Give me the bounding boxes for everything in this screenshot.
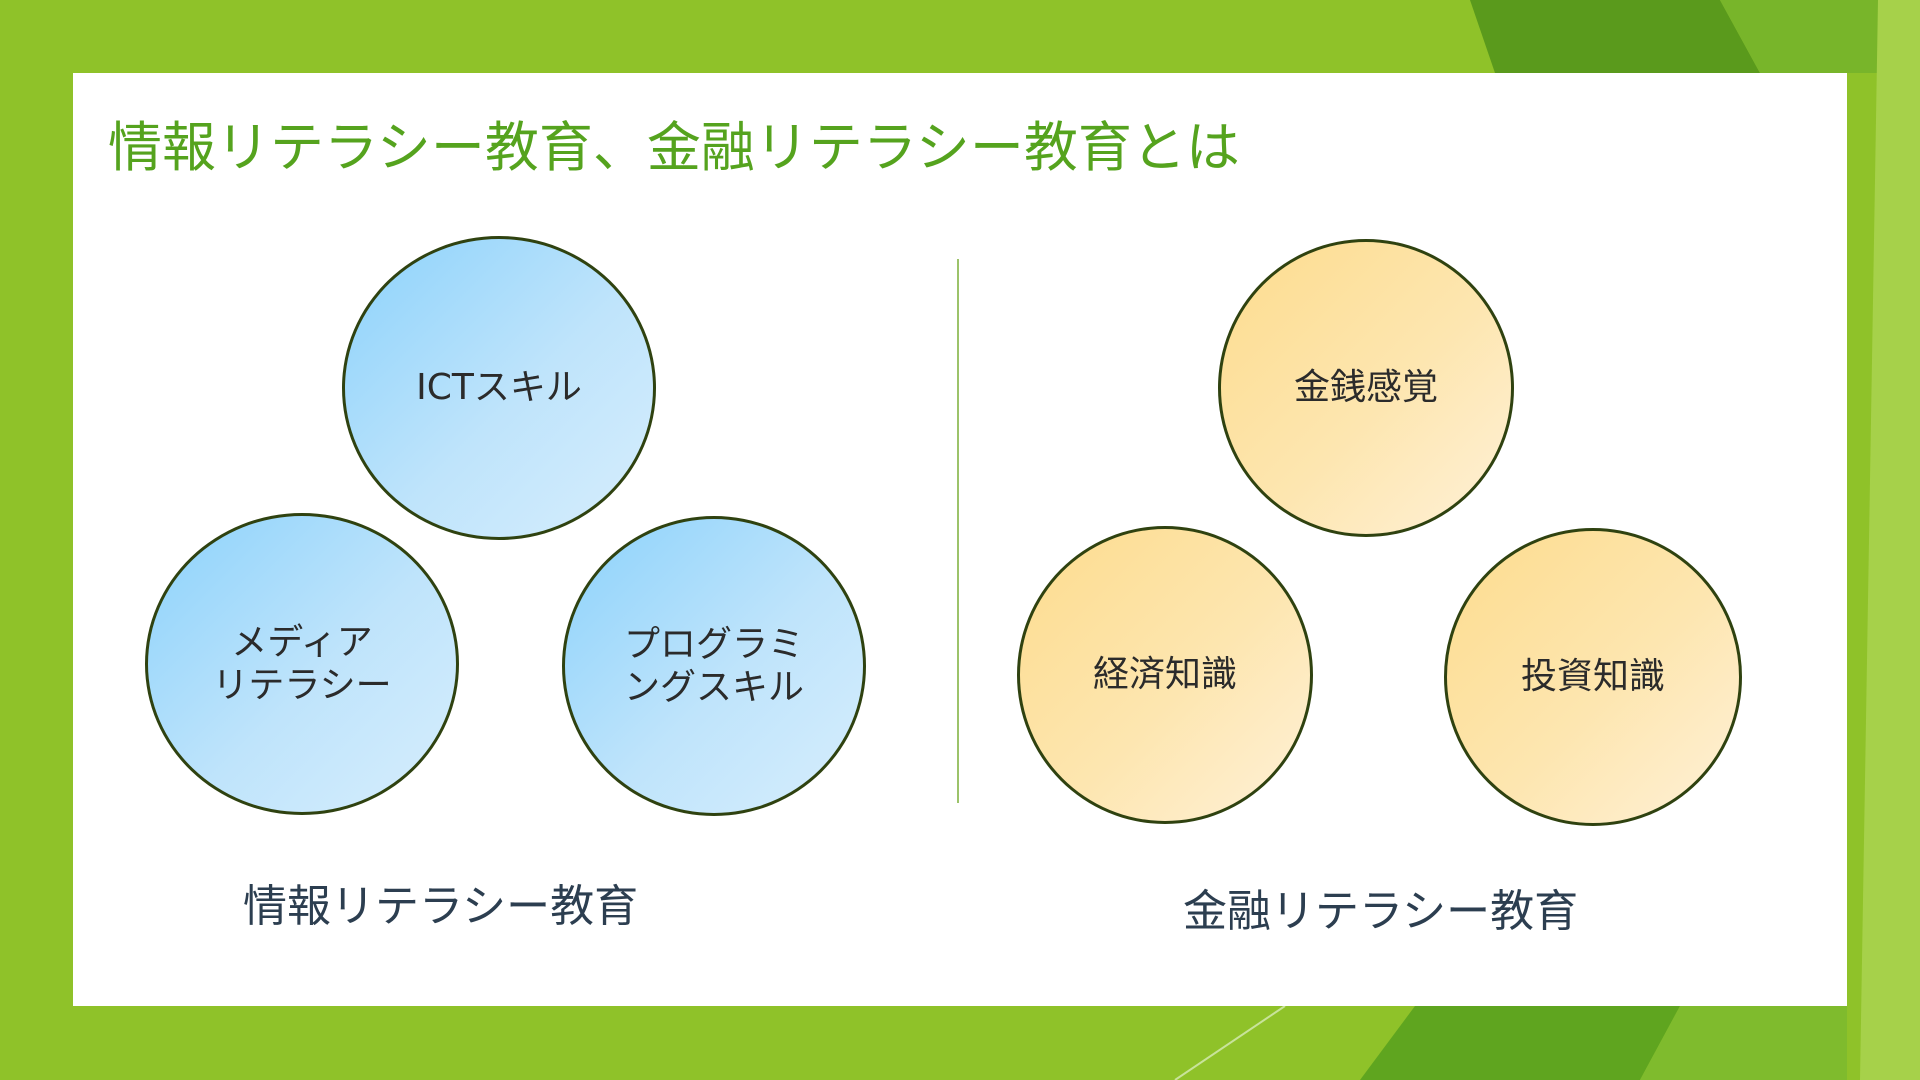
circle-media-literacy: メディア リテラシー [145, 513, 459, 815]
circle-label-line1: メディア [231, 621, 373, 663]
financial-literacy-caption: 金融リテラシー教育 [1183, 886, 1579, 937]
circle-label-line1: プログラミ [623, 623, 804, 665]
circle-label-line2: ングスキル [623, 667, 804, 708]
slide-panel: 情報リテラシー教育、金融リテラシー教育とは ICTスキル メディア リテラシー … [73, 73, 1847, 1006]
slide-title: 情報リテラシー教育、金融リテラシー教育とは [108, 116, 1240, 179]
circle-money-sense: 金銭感覚 [1218, 239, 1514, 537]
circle-economic-knowledge: 経済知識 [1017, 526, 1313, 824]
circle-label-line2: リテラシー [212, 665, 392, 706]
section-divider [957, 259, 959, 803]
circle-label: 投資知識 [1520, 656, 1665, 698]
circle-label: 経済知識 [1092, 654, 1237, 696]
circle-investment-knowledge: 投資知識 [1444, 528, 1742, 826]
circle-programming-skill: プログラミ ングスキル [562, 516, 866, 816]
info-literacy-caption: 情報リテラシー教育 [243, 881, 639, 932]
circle-label: 金銭感覚 [1293, 367, 1438, 409]
circle-ict-skill: ICTスキル [342, 236, 656, 540]
circle-label: ICTスキル [416, 367, 582, 409]
